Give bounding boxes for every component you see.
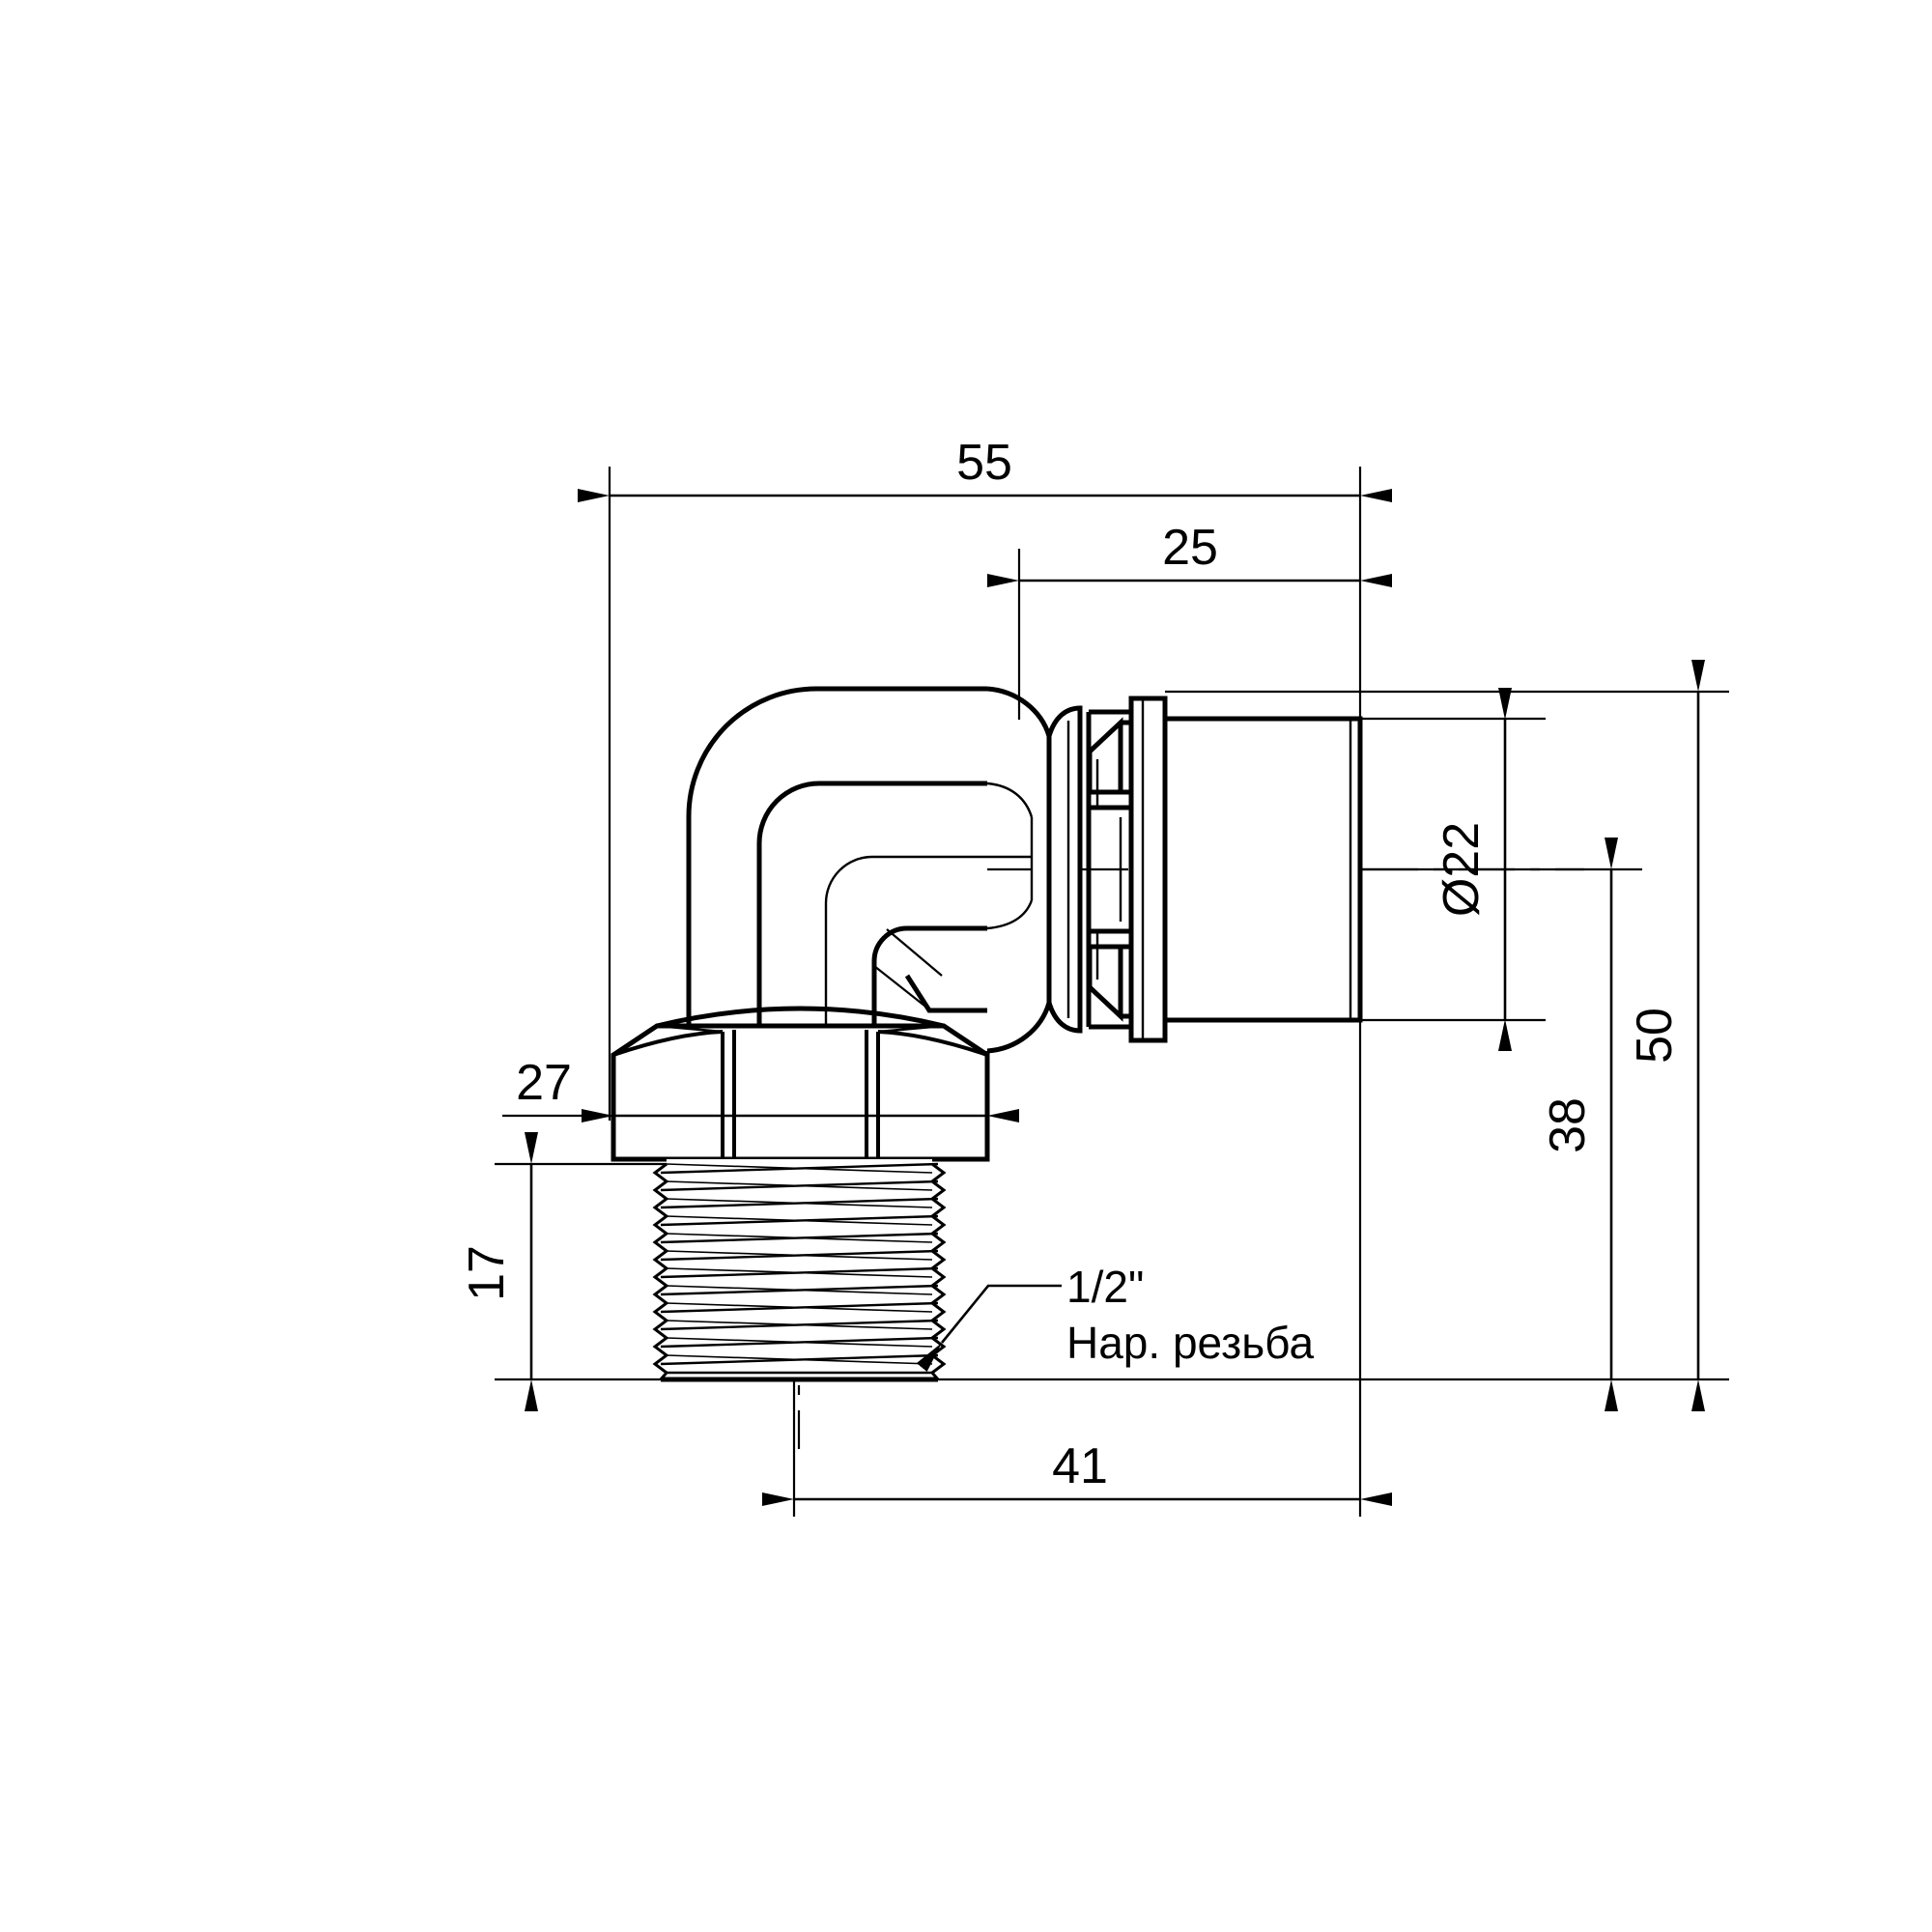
dimension-press-sleeve-25: 25 xyxy=(987,520,1392,587)
dimension-label-50: 50 xyxy=(1627,1008,1683,1064)
dimension-label-27: 27 xyxy=(516,1055,572,1111)
dimension-hex-across-flats-27: 27 xyxy=(502,1055,1019,1122)
male-thread xyxy=(652,1159,947,1382)
dimension-overall-height-50: 50 xyxy=(1627,660,1705,1411)
dimension-thread-length-17: 17 xyxy=(459,1132,538,1411)
dimension-bore-diameter-22: Ø22 xyxy=(1434,688,1512,1051)
press-sleeve xyxy=(1162,690,1363,1023)
thread-callout: 1/2" Нар. резьба xyxy=(916,1262,1314,1373)
dimension-label-17: 17 xyxy=(459,1245,515,1301)
elbow-body xyxy=(686,686,1052,1072)
press-collar xyxy=(1046,696,1168,1043)
dimension-label-25: 25 xyxy=(1162,520,1218,576)
dimension-label-55: 55 xyxy=(956,435,1012,491)
dimension-label-38: 38 xyxy=(1540,1097,1596,1153)
thread-callout-line2: Нар. резьба xyxy=(1066,1318,1314,1368)
dimension-label-41: 41 xyxy=(1052,1438,1108,1494)
dimension-overall-length-55: 55 xyxy=(578,435,1392,502)
dimension-axis-offset-41: 41 xyxy=(762,1438,1392,1506)
dimension-axis-height-38: 38 xyxy=(1540,838,1618,1411)
dimension-label-diameter-22: Ø22 xyxy=(1434,822,1490,917)
thread-callout-line1: 1/2" xyxy=(1066,1262,1144,1312)
hex-nut xyxy=(611,1006,990,1162)
